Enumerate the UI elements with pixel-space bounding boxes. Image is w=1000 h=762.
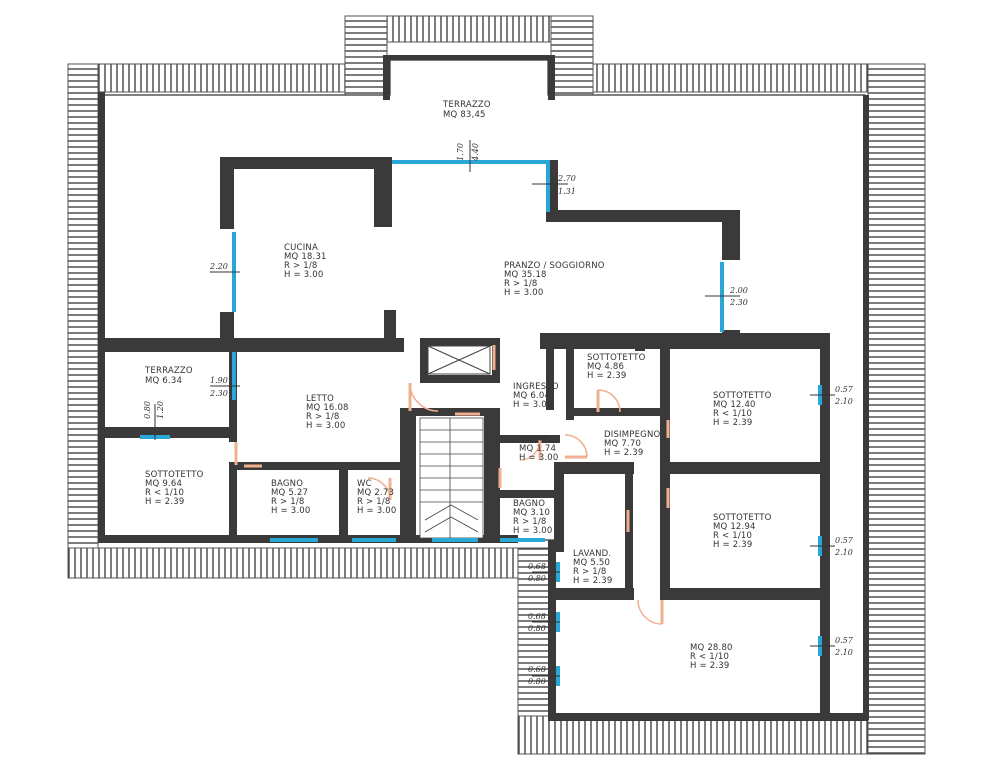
dim-label-d6-top: 0.80 [143,401,152,419]
room-label-disimpegno: DISIMPEGNO MQ 7.70 H = 2.39 [604,430,663,458]
windows [140,160,822,686]
dim-label-d12-top: 0.57 [835,636,854,645]
dim-label-d7-top: 0.57 [835,385,854,394]
dim-label-d9-top: 0.68 [528,562,546,571]
dim-label-d10-top: 0.68 [528,612,546,621]
room-label-sottotetto-1240: SOTTOTETTO MQ 12.40 R < 1/10 H = 2.39 [713,391,774,428]
staircase [419,417,484,539]
room-label-room-2880: MQ 28.80 R < 1/10 H = 2.39 [690,643,736,671]
room-label-disimp: DISIMP. MQ 1.74 H = 3.00 [519,435,559,463]
room-label-pranzo: PRANZO / SOGGIORNO MQ 35.18 R > 1/8 H = … [504,261,608,298]
dim-label-d4-bottom: 2.30 [729,298,748,307]
dim-label-d1-top: 1.70 [456,143,465,161]
dim-label-d12-bottom: 2.10 [834,648,853,657]
dim-label-d4-top: 2.00 [729,286,748,295]
room-label-bagno-310: BAGNO MQ 3.10 R > 1/8 H = 3.00 [513,499,553,536]
dimension-labels: 1.70 4.40 2.70 1.31 2.20 2.00 2.30 1.90 … [143,143,854,686]
dim-label-d5-bottom: 2.30 [209,389,228,398]
room-label-lavand: LAVAND. MQ 5.50 R > 1/8 H = 2.39 [573,549,614,586]
dim-label-d2-top: 2.70 [557,174,576,183]
room-label-cucina: CUCINA MQ 18.31 R > 1/8 H = 3.00 [284,243,330,280]
room-label-sottotetto-964: SOTTOTETTO MQ 9.64 R < 1/10 H = 2.39 [145,470,206,507]
dim-label-d5-top: 1.90 [210,376,228,385]
room-label-terrazzo-small: TERRAZZO MQ 6.34 [144,366,196,386]
dim-label-d11-bottom: 0.80 [528,677,546,686]
room-label-sottotetto-486: SOTTOTETTO MQ 4.86 H = 2.39 [587,353,648,381]
doors [234,345,670,625]
dimension-ticks [154,140,835,677]
dim-label-d10-bottom: 0.80 [528,624,546,633]
room-label-ingresso: INGRESSO MQ 6.04 H = 3.00 [513,382,562,410]
dim-label-d3-top: 2.20 [209,262,228,271]
dim-label-d8-bottom: 2.10 [834,548,853,557]
dim-label-d6-bottom: 1.20 [156,401,165,419]
dim-label-d2-bottom: 1.31 [558,187,576,196]
walls [98,55,869,721]
dim-label-d9-bottom: 0.80 [528,574,546,583]
room-labels: TERRAZZO MQ 83,45 CUCINA MQ 18.31 R > 1/… [144,100,774,671]
room-label-wc: WC MQ 2.73 R > 1/8 H = 3.00 [357,479,397,516]
dim-label-d11-top: 0.68 [528,665,546,674]
dim-label-d8-top: 0.57 [835,536,854,545]
room-label-sottotetto-1294: SOTTOTETTO MQ 12.94 R < 1/10 H = 2.39 [713,513,774,550]
room-label-bagno-527: BAGNO MQ 5.27 R > 1/8 H = 3.00 [271,479,311,516]
dim-label-d7-bottom: 2.10 [834,397,853,406]
room-label-terrazzo-main: TERRAZZO MQ 83,45 [442,100,494,120]
roof-eaves [67,15,926,755]
room-label-letto: LETTO MQ 16.08 R > 1/8 H = 3.00 [306,394,352,431]
service-shaft [427,345,491,375]
dim-label-d1-bottom: 4.40 [471,143,480,162]
